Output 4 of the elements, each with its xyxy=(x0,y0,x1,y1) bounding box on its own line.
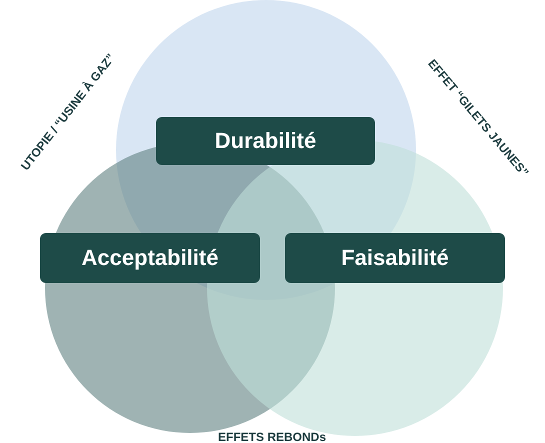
label-box: Faisabilité xyxy=(285,233,505,283)
label-box: Durabilité xyxy=(156,117,375,165)
bottom-label: EFFETS REBONDs xyxy=(218,430,326,443)
label-box: Acceptabilité xyxy=(40,233,260,283)
